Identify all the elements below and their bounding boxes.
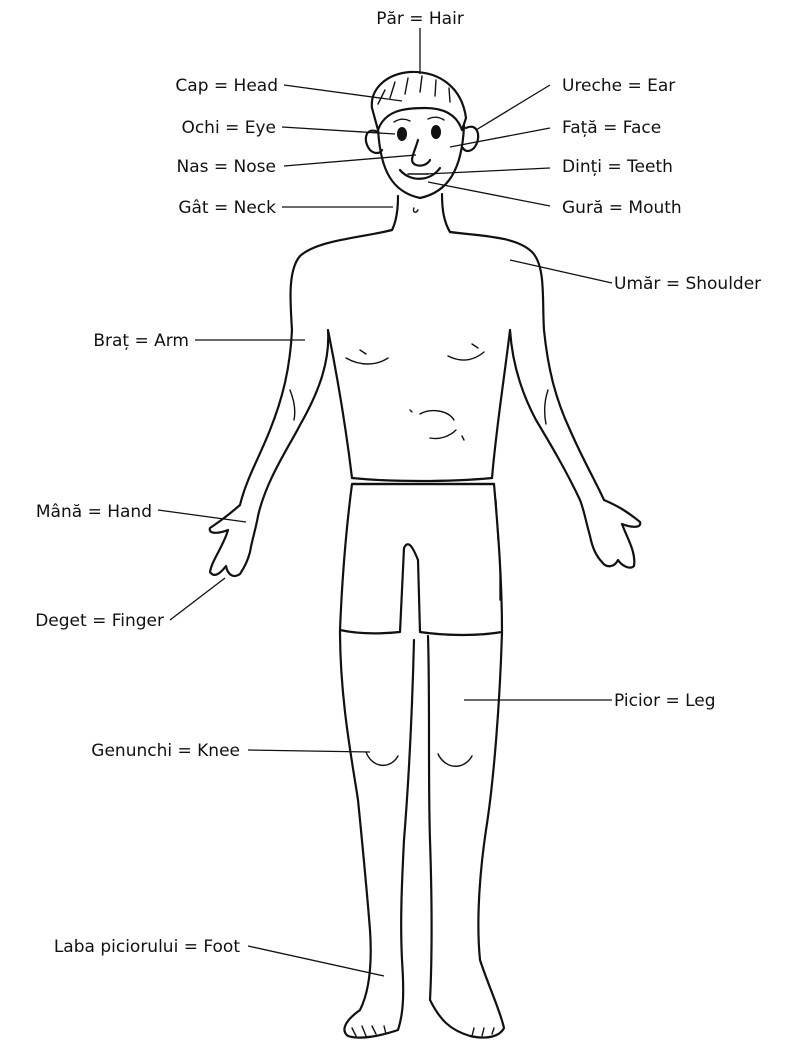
- label-teeth: Dinți = Teeth: [562, 157, 673, 177]
- hair: [372, 72, 466, 130]
- label-nose: Nas = Nose: [177, 157, 276, 177]
- label-hand: Mână = Hand: [36, 502, 152, 522]
- label-shoulder: Umăr = Shoulder: [614, 274, 761, 294]
- label-ear: Ureche = Ear: [562, 76, 675, 96]
- label-arm: Braț = Arm: [93, 331, 189, 351]
- label-eye: Ochi = Eye: [181, 118, 276, 138]
- label-head: Cap = Head: [175, 76, 278, 96]
- label-neck: Gât = Neck: [178, 198, 276, 218]
- torso-and-arms: [210, 230, 641, 576]
- label-leg: Picior = Leg: [614, 691, 716, 711]
- label-finger: Deget = Finger: [35, 611, 164, 631]
- label-mouth: Gură = Mouth: [562, 198, 682, 218]
- shorts: [340, 484, 502, 635]
- eye: [397, 127, 407, 141]
- label-foot: Laba piciorului = Foot: [54, 937, 240, 957]
- label-face: Față = Face: [562, 118, 661, 138]
- nose: [412, 140, 430, 166]
- neck: [392, 194, 450, 232]
- legs: [340, 630, 504, 1038]
- label-hair: Păr = Hair: [376, 9, 464, 29]
- label-knee: Genunchi = Knee: [91, 741, 240, 761]
